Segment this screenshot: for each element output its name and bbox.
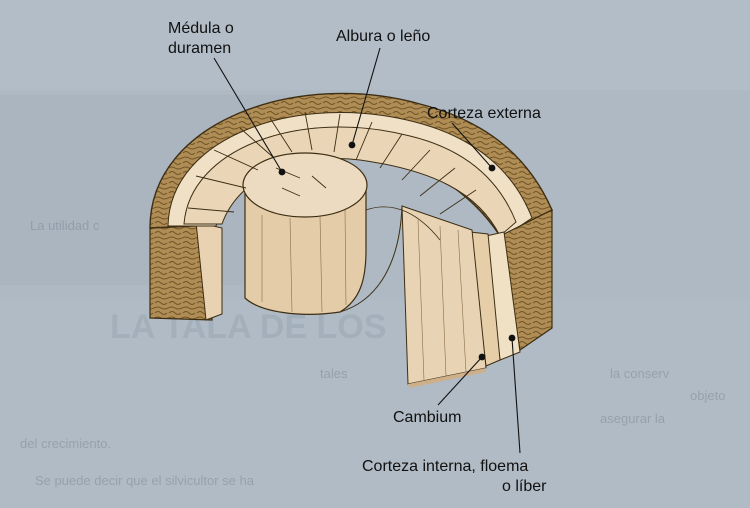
medula-dot [278,168,286,176]
corteza-externa-leader [451,122,493,169]
cambium-leader [437,356,483,406]
label-medula-line1: Médula o [168,20,234,37]
radial-rays [187,111,477,215]
background-line-6: Se puede decir que el silvicultor se ha [35,473,255,488]
heartwood-cylinder-side [244,189,367,315]
background-line-5: del crecimiento. [20,436,111,451]
corteza-interna-leader [511,337,521,454]
albura-leader [351,47,381,146]
cambium-dot [478,353,486,361]
background-line-3: objeto [690,388,725,403]
corteza-interna-dot [508,334,516,342]
label-corteza-externa: Corteza externa [427,105,541,122]
background-line-4: asegurar la [600,411,666,426]
background-line-2: la conserv [610,366,670,381]
wood-grain [261,209,467,381]
heartwood-top [242,152,368,218]
corteza-externa-dot [488,164,496,172]
label-cambium: Cambium [393,409,461,426]
background-bullet: La utilidad c [30,218,100,233]
albura-dot [348,141,356,149]
background-line-1: tales [320,366,348,381]
label-medula-line2: duramen [168,40,231,57]
label-corteza-interna-line2: o líber [502,478,547,495]
label-albura: Albura o leño [336,28,430,45]
label-corteza-interna-line1: Corteza interna, floema [362,458,528,475]
medula-leader [213,57,283,173]
